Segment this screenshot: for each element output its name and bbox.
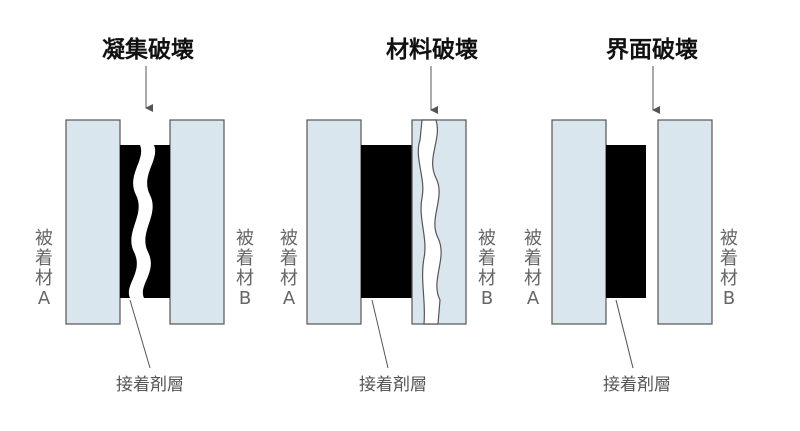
svg-text:被: 被 xyxy=(236,228,254,249)
svg-text:着: 着 xyxy=(524,248,542,269)
panel-title: 材料破壊 xyxy=(386,36,478,63)
adherend-b-label: 被 着 材 B xyxy=(236,228,254,309)
adherend-a-plate xyxy=(306,119,362,325)
adherend-b-plate xyxy=(169,119,225,325)
svg-text:着: 着 xyxy=(720,248,738,269)
svg-text:着: 着 xyxy=(478,248,496,269)
adhesive-layer-right xyxy=(142,145,170,298)
svg-text:A: A xyxy=(38,288,51,309)
adherend-b-label: 被 着 材 B xyxy=(478,228,496,309)
svg-text:材: 材 xyxy=(524,268,542,289)
adhesive-pointer-line xyxy=(129,299,151,369)
panel-title: 凝集破壊 xyxy=(102,36,194,63)
material-crack-gap xyxy=(417,119,442,325)
svg-text:被: 被 xyxy=(35,228,53,249)
svg-text:材: 材 xyxy=(720,268,738,289)
adherend-a-label: 被 着 材 A xyxy=(35,228,53,309)
svg-text:B: B xyxy=(239,288,251,309)
adhesive-layer xyxy=(606,145,646,298)
adhesive-layer-label: 接着剤層 xyxy=(359,375,427,395)
svg-text:被: 被 xyxy=(720,228,738,249)
adhesive-layer xyxy=(361,145,412,298)
adherend-a-label: 被 着 材 A xyxy=(280,228,298,309)
adherend-a-plate xyxy=(65,119,121,325)
panel-material-failure: 材料破壊 被 着 材 A 被 着 材 B 接着剤層 xyxy=(280,36,496,395)
svg-text:被: 被 xyxy=(524,228,542,249)
panel-cohesive-failure: 凝集破壊 被 着 材 A 被 着 材 B 接着剤層 xyxy=(35,36,254,395)
svg-text:材: 材 xyxy=(236,268,254,289)
svg-text:着: 着 xyxy=(35,248,53,269)
adherend-b-plate xyxy=(657,119,713,325)
svg-text:A: A xyxy=(527,288,540,309)
adhesive-layer-left xyxy=(120,145,142,298)
panel-interfacial-failure: 界面破壊 被 着 材 A 被 着 材 B 接着剤層 xyxy=(524,36,738,395)
adhesive-pointer-line xyxy=(371,299,389,369)
adherend-a-label: 被 着 材 A xyxy=(524,228,542,309)
svg-text:A: A xyxy=(283,288,296,309)
svg-text:B: B xyxy=(481,288,493,309)
svg-text:被: 被 xyxy=(478,228,496,249)
adhesive-pointer-line xyxy=(615,299,634,369)
panel-title: 界面破壊 xyxy=(606,36,698,63)
adherend-b-label: 被 着 材 B xyxy=(720,228,738,309)
svg-text:B: B xyxy=(723,288,735,309)
svg-text:被: 被 xyxy=(280,228,298,249)
svg-text:材: 材 xyxy=(35,268,53,289)
adhesive-layer-label: 接着剤層 xyxy=(603,375,671,395)
adherend-a-plate xyxy=(551,119,607,325)
svg-text:材: 材 xyxy=(280,268,298,289)
adhesive-layer-label: 接着剤層 xyxy=(116,375,184,395)
svg-text:材: 材 xyxy=(478,268,496,289)
svg-text:着: 着 xyxy=(280,248,298,269)
svg-text:着: 着 xyxy=(236,248,254,269)
